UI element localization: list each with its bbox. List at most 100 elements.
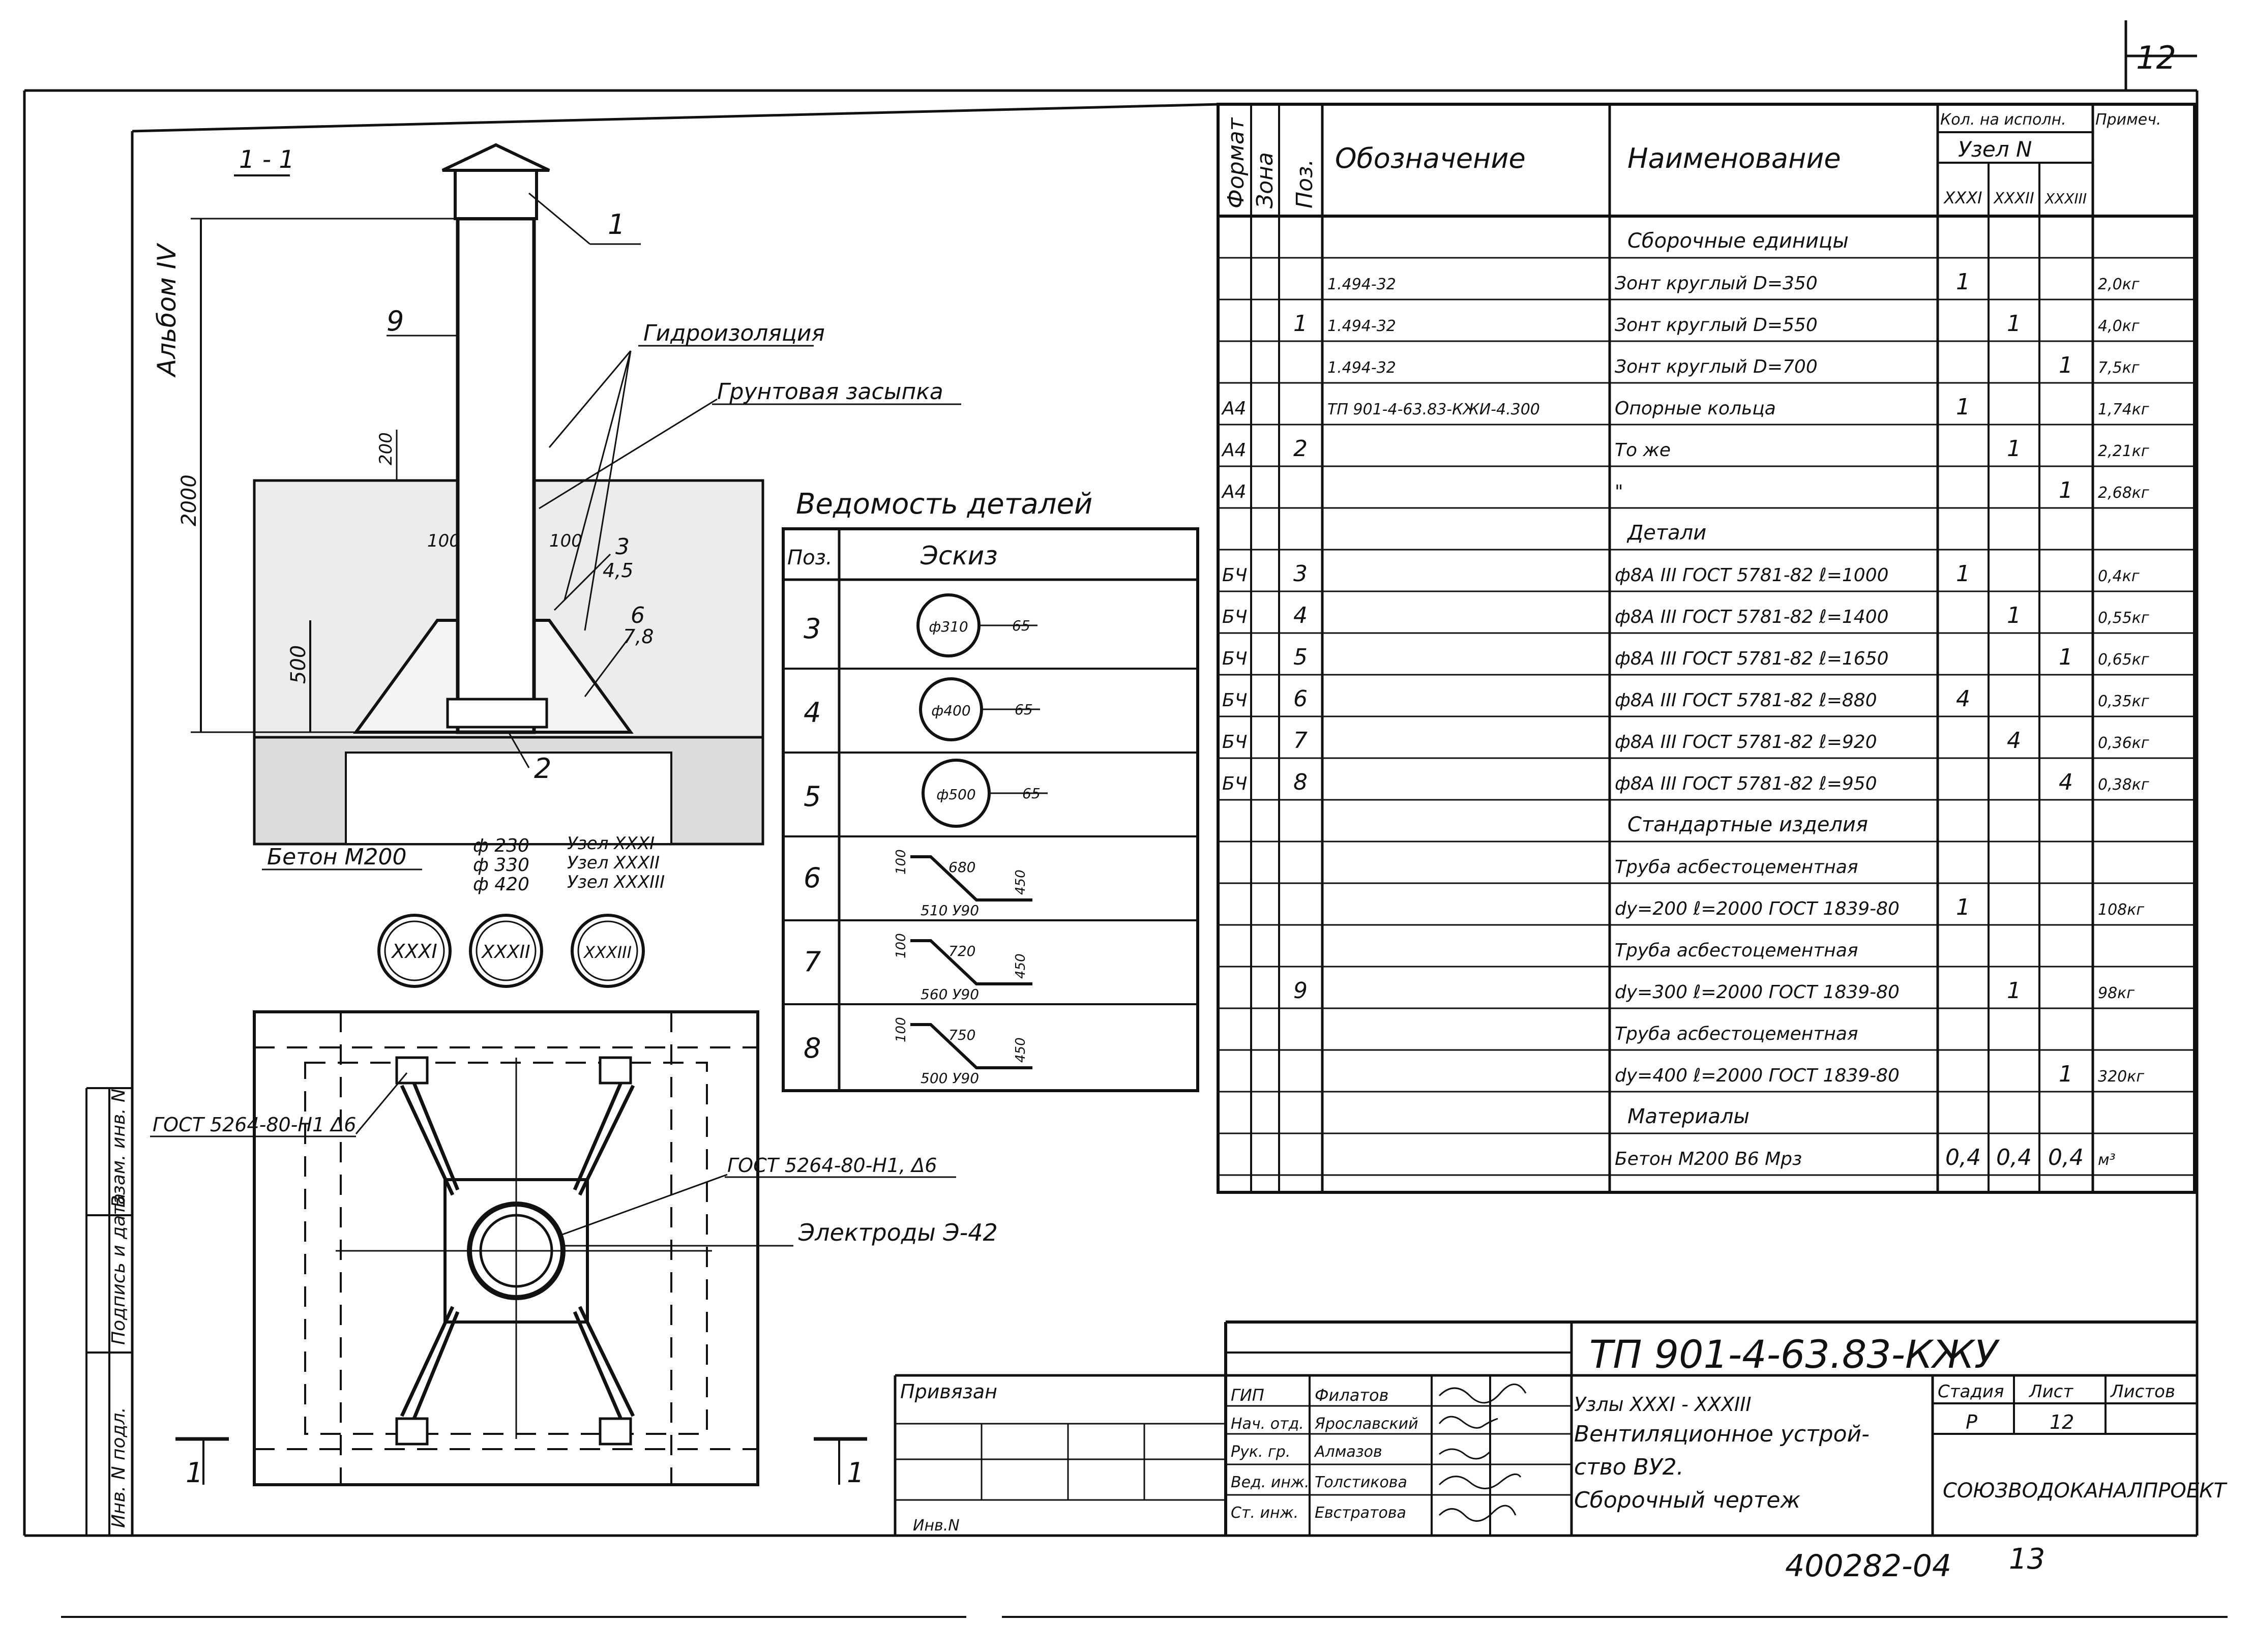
spec-cell-note: 2,0кг	[2098, 276, 2140, 293]
weld-note-right: ГОСТ 5264-80-Н1, Δ6	[727, 1154, 937, 1177]
spec-cell-name: ф8А III ГОСТ 5781-82 ℓ=950	[1615, 773, 1877, 794]
spec-cell-q3: 4	[2059, 769, 2073, 795]
spec-cell-q1: 1	[1956, 894, 1970, 920]
spec-header-qty: Кол. на исполн.	[1940, 111, 2066, 129]
title-block: ТП 901-4-63.83-КЖУ Привязан Инв.N ГИП На…	[900, 1332, 2228, 1535]
detail-8-b: 750	[948, 1027, 975, 1043]
desc-line-3: Сборочный чертеж	[1574, 1487, 1800, 1513]
spec-header-pos: Поз.	[1292, 159, 1318, 208]
node-circle-33: XXXIII	[583, 943, 632, 962]
spec-cell-q2: 4	[2007, 728, 2021, 754]
role-dept-head: Нач. отд.	[1231, 1415, 1304, 1433]
detail-pos-8: 8	[804, 1032, 821, 1064]
spec-cell-fmt: БЧ	[1222, 565, 1247, 586]
node-ref-32: Узел XXXII	[567, 853, 660, 873]
sheets-header: Листов	[2110, 1381, 2175, 1402]
spec-cell-q1: 1	[1956, 394, 1970, 420]
spec-cell-name: Зонт круглый D=350	[1615, 273, 1818, 294]
detail-8-c: 450	[1013, 1037, 1028, 1063]
desc-nodes: Узлы XXXI - XXXIII	[1574, 1393, 1752, 1416]
detail-5-dia: ф500	[936, 786, 975, 803]
role-senior-engineer: Ст. инж.	[1231, 1504, 1298, 1522]
detail-pos-6: 6	[804, 862, 821, 894]
spec-cell-q2: 1	[2007, 603, 2021, 628]
ventilation-pipe	[456, 217, 536, 734]
diameter-230: ф 230	[473, 835, 529, 856]
callout-3: 3	[615, 534, 630, 560]
spec-cell-pos: 7	[1293, 728, 1308, 754]
desc-line-1: Вентиляционное устрой-	[1574, 1421, 1870, 1447]
spec-cell-note: 320кг	[2098, 1068, 2144, 1086]
spec-cell-q1: 1	[1956, 269, 1970, 295]
diameter-330: ф 330	[473, 855, 529, 876]
detail-6-c: 450	[1013, 869, 1028, 895]
album-label: Альбом IV	[152, 243, 182, 378]
role-group-lead: Рук. гр.	[1231, 1443, 1290, 1461]
signatures	[1438, 1384, 1527, 1522]
spec-cell-des: ТП 901-4-63.83-КЖИ-4.300	[1327, 401, 1540, 418]
sheet-frame	[23, 20, 2199, 1537]
spec-cell-note: 4,0кг	[2098, 317, 2140, 335]
margin-stamp	[85, 1087, 132, 1536]
spec-cell-pos: 9	[1293, 978, 1308, 1004]
spec-cell-name: ф8А III ГОСТ 5781-82 ℓ=920	[1615, 732, 1877, 753]
spec-cell-note: 108кг	[2098, 901, 2144, 919]
spec-cell-des: 1.494-32	[1327, 317, 1396, 335]
spec-cell-name: Материалы	[1627, 1105, 1750, 1128]
spec-cell-name: ф8А III ГОСТ 5781-82 ℓ=880	[1615, 690, 1877, 711]
spec-cell-name: Труба асбестоцементная	[1615, 940, 1858, 961]
sheet-header: Лист	[2028, 1381, 2073, 1402]
detail-7-b: 720	[948, 943, 975, 959]
name-yaroslavsky: Ярославский	[1314, 1415, 1418, 1433]
spec-cell-note: 0,4кг	[2098, 567, 2140, 585]
details-header-sketch: Эскиз	[920, 541, 998, 570]
spec-cell-q1: 4	[1956, 686, 1970, 712]
callout-1: 1	[608, 208, 625, 241]
spec-cell-q3: 0,4	[2048, 1145, 2084, 1170]
spec-cell-note: 0,38кг	[2098, 776, 2149, 794]
spec-cell-pos: 8	[1293, 769, 1308, 795]
detail-8-a: 100	[894, 1017, 909, 1042]
detail-8-d: 500 У90	[921, 1070, 979, 1087]
stage-value: Р	[1966, 1411, 1977, 1433]
spec-cell-fmt: А4	[1221, 398, 1247, 419]
spec-header-col-32: XXXII	[1993, 190, 2034, 207]
spec-cell-pos: 3	[1293, 561, 1308, 587]
section-title: 1 - 1	[239, 145, 294, 174]
spec-cell-pos: 6	[1293, 686, 1308, 712]
spec-cell-name: ф8А III ГОСТ 5781-82 ℓ=1400	[1615, 607, 1889, 627]
spec-cell-name: Опорные кольца	[1615, 398, 1776, 419]
backfill-label: Грунтовая засыпка	[717, 379, 943, 405]
detail-6-b: 680	[948, 859, 975, 876]
details-title: Ведомость деталей	[796, 488, 1092, 521]
dim-200: 200	[376, 432, 396, 465]
detail-pos-4: 4	[804, 697, 821, 729]
dim-100-right: 100	[549, 531, 582, 551]
dim-100-left: 100	[427, 531, 460, 551]
spec-cell-q3: 1	[2059, 352, 2073, 378]
spec-cell-note: 0,55кг	[2098, 609, 2149, 627]
callout-4-5: 4,5	[603, 559, 633, 582]
spec-cell-name: Труба асбестоцементная	[1615, 1024, 1858, 1044]
umbrella-cap-top	[441, 143, 550, 172]
spec-cell-name: dy=300 ℓ=2000 ГОСТ 1839-80	[1615, 982, 1900, 1003]
sheet-number: 12	[2136, 39, 2176, 76]
node-ref-31: Узел XXXI	[567, 833, 655, 854]
spec-header-col-31: XXXI	[1943, 188, 1982, 207]
name-evstratova: Евстратова	[1315, 1504, 1406, 1522]
dim-500: 500	[287, 645, 310, 684]
spec-cell-q2: 1	[2007, 436, 2021, 462]
waterproofing-label: Гидроизоляция	[643, 320, 825, 346]
spec-cell-q1: 1	[1956, 561, 1970, 587]
spec-cell-q1: 0,4	[1945, 1145, 1981, 1170]
detail-3-dia: ф310	[929, 618, 968, 635]
spec-cell-note: 2,21кг	[2098, 442, 2149, 460]
spec-cell-fmt: БЧ	[1222, 773, 1247, 794]
spec-cell-q2: 1	[2007, 978, 2021, 1004]
title-block-grid	[894, 1320, 2197, 1536]
spec-cell-name: ф8А III ГОСТ 5781-82 ℓ=1650	[1615, 648, 1889, 669]
spec-header-name: Наименование	[1627, 142, 1841, 174]
spec-header-format: Формат	[1223, 117, 1249, 208]
inv-label: Инв.N	[913, 1517, 960, 1535]
